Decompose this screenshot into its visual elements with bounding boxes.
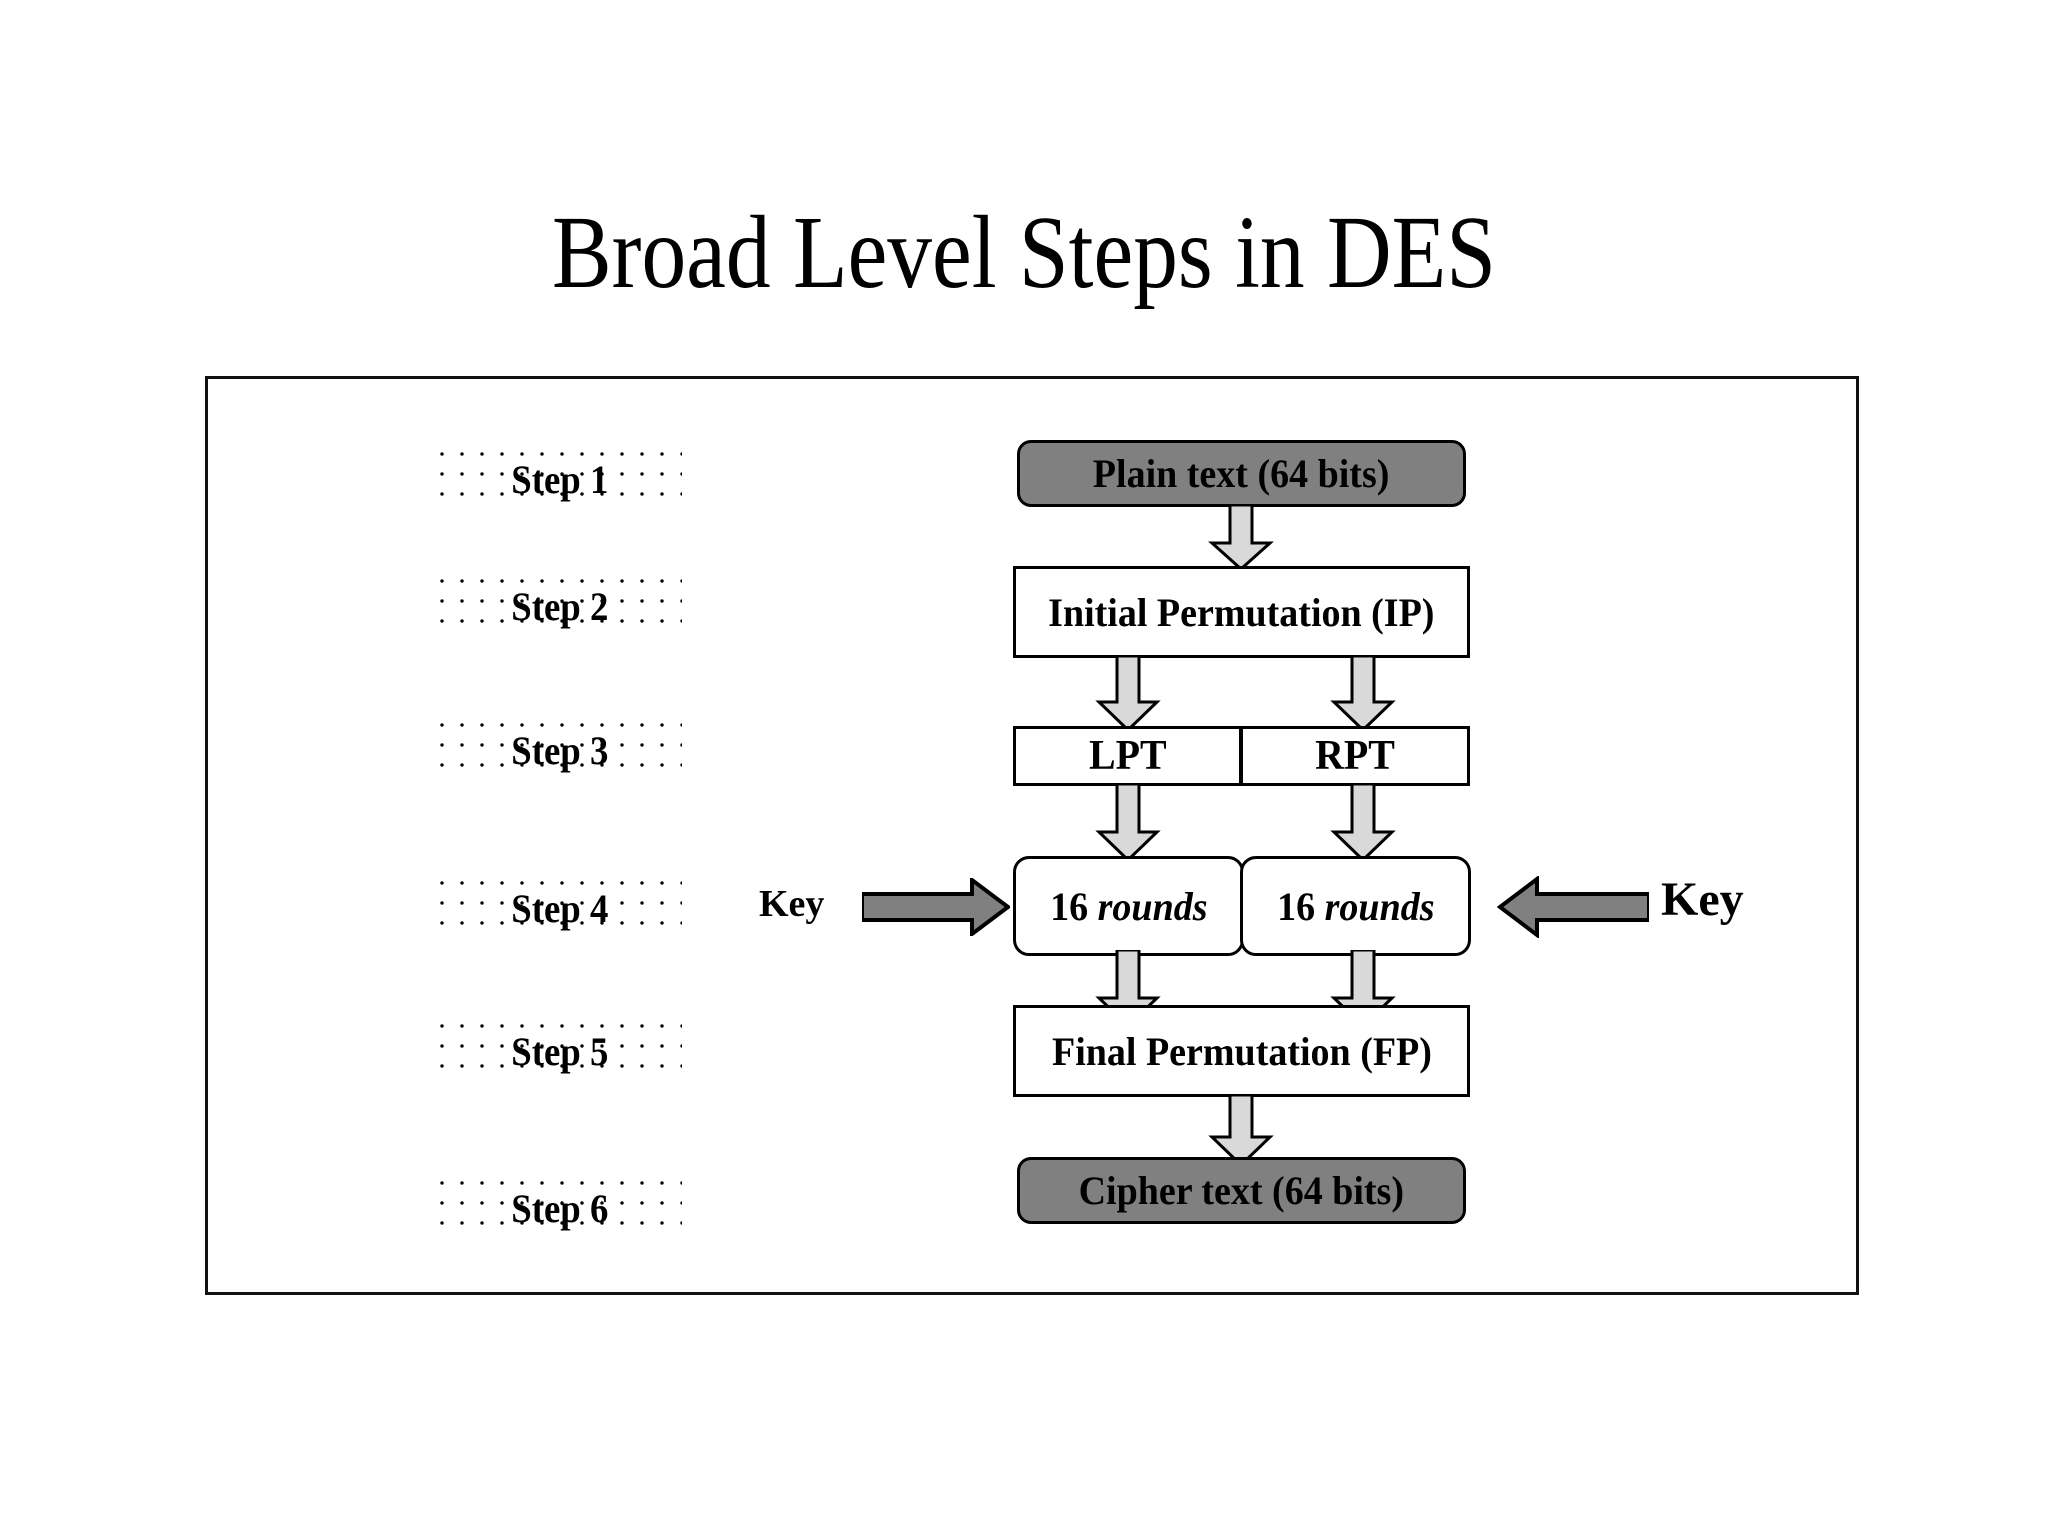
step-label-3: Step 3: [437, 720, 682, 782]
key-arrow-right: [1497, 876, 1649, 938]
arrow-ip-to-lpt: [1095, 656, 1161, 732]
arrow-plaintext-to-ip: [1208, 505, 1274, 571]
step-label-1-text: Step 1: [510, 457, 609, 502]
final-permutation-box: Final Permutation (FP): [1013, 1005, 1470, 1097]
initial-permutation-label: Initial Permutation (IP): [1048, 589, 1435, 635]
step-label-1: Step 1: [437, 449, 682, 511]
rpt-rounds-count: 16: [1276, 883, 1325, 929]
plain-text-label: Plain text (64 bits): [1093, 451, 1390, 496]
cipher-text-label: Cipher text (64 bits): [1078, 1168, 1405, 1213]
key-arrow-left: [862, 878, 1010, 936]
final-permutation-label: Final Permutation (FP): [1051, 1028, 1432, 1074]
rpt-rounds-label: 16 rounds: [1277, 883, 1434, 930]
lpt-rounds-count: 16: [1049, 883, 1098, 929]
lpt-rounds-label: 16 rounds: [1050, 883, 1207, 930]
page-title: Broad Level Steps in DES: [552, 195, 1496, 310]
arrow-lpt-to-rounds: [1095, 784, 1161, 862]
rpt-label: RPT: [1315, 733, 1395, 779]
lpt-label: LPT: [1088, 733, 1167, 779]
arrow-rpt-to-rounds: [1330, 784, 1396, 862]
rpt-box: RPT: [1240, 726, 1470, 786]
step-label-4: Step 4: [437, 878, 682, 940]
step-label-4-text: Step 4: [510, 886, 609, 931]
plain-text-box: Plain text (64 bits): [1017, 440, 1466, 507]
step-label-2-text: Step 2: [510, 584, 609, 629]
key-label-left: Key: [759, 883, 825, 925]
diagram-frame: [205, 376, 1859, 1295]
step-label-5-text: Step 5: [510, 1029, 609, 1074]
rpt-rounds-box: 16 rounds: [1240, 856, 1471, 956]
key-label-right: Key: [1661, 873, 1744, 926]
lpt-rounds-box: 16 rounds: [1013, 856, 1244, 956]
cipher-text-box: Cipher text (64 bits): [1017, 1157, 1466, 1224]
step-label-6: Step 6: [437, 1178, 682, 1240]
step-label-6-text: Step 6: [510, 1186, 609, 1231]
step-label-2: Step 2: [437, 576, 682, 638]
rpt-rounds-word: rounds: [1324, 883, 1435, 929]
initial-permutation-box: Initial Permutation (IP): [1013, 566, 1470, 658]
step-label-3-text: Step 3: [510, 728, 609, 773]
lpt-rounds-word: rounds: [1097, 883, 1208, 929]
step-label-5: Step 5: [437, 1021, 682, 1083]
lpt-box: LPT: [1013, 726, 1242, 786]
arrow-ip-to-rpt: [1330, 656, 1396, 732]
arrow-fp-to-ciphertext: [1208, 1095, 1274, 1167]
